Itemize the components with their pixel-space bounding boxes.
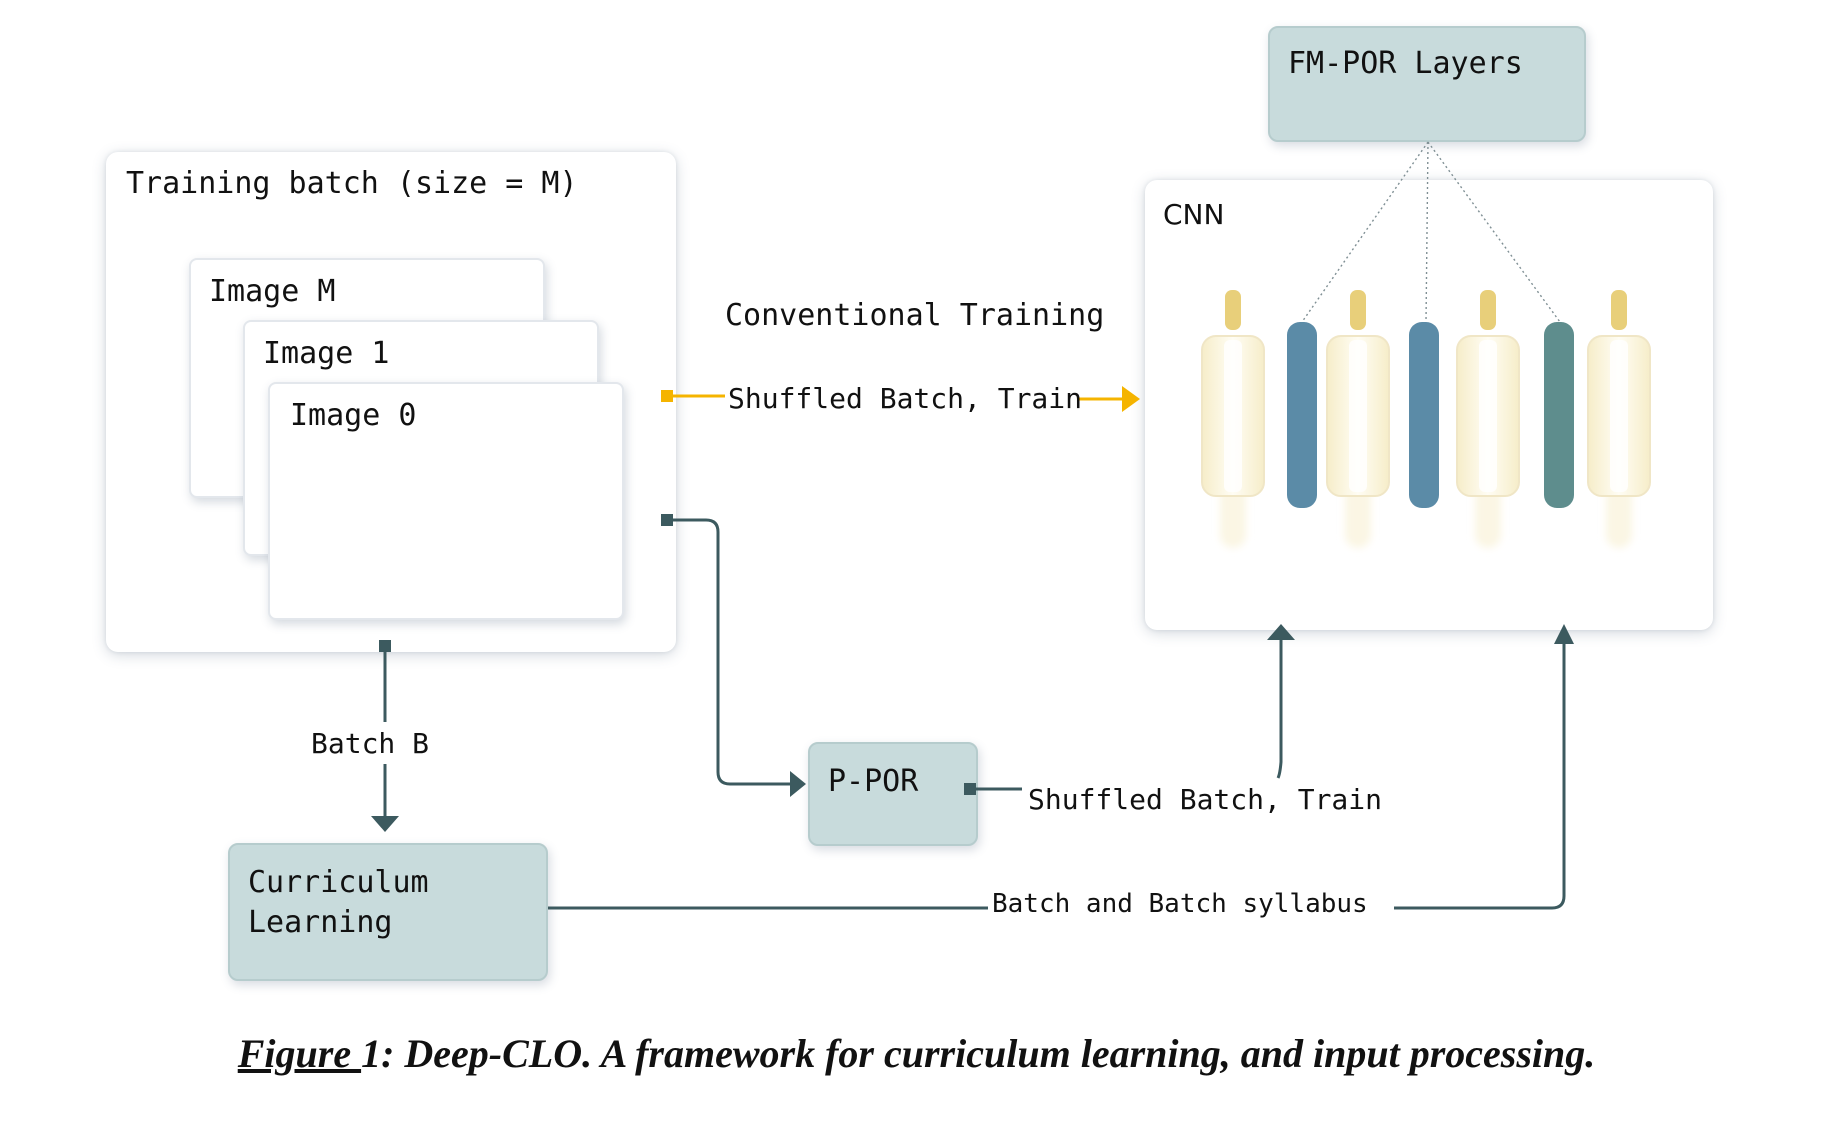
- cnn-layer-icon: [1409, 322, 1439, 508]
- caption-text: 1: Deep-CLO. A framework for curriculum …: [361, 1031, 1596, 1076]
- image-0-label: Image 0: [290, 398, 417, 433]
- image-card-0: Image 0: [268, 382, 624, 620]
- training-batch-title: Training batch (size = M): [126, 166, 578, 201]
- cnn-layer-icon: [1456, 290, 1520, 548]
- cnn-layer-icon: [1201, 290, 1265, 548]
- figure-caption: Figure 1: Deep-CLO. A framework for curr…: [0, 1030, 1833, 1077]
- cnn-layer-icon: [1326, 290, 1390, 548]
- arrow-head-icon: [790, 771, 806, 797]
- syllabus-edge-label: Batch and Batch syllabus: [992, 889, 1368, 919]
- arrow-head-icon: [371, 816, 399, 832]
- conventional-training-title: Conventional Training: [725, 298, 1105, 333]
- ppor-edge-label: Shuffled Batch, Train: [1028, 783, 1383, 816]
- caption-prefix: Figure: [237, 1031, 362, 1076]
- fm-por-label: FM-POR Layers: [1288, 46, 1523, 81]
- curriculum-line1: Curriculum: [248, 865, 429, 900]
- fm-por-box: FM-POR Layers: [1268, 26, 1586, 142]
- cnn-label: CNN: [1163, 198, 1225, 231]
- arrow-head-icon: [1554, 624, 1574, 644]
- cnn-layers: [1201, 290, 1651, 548]
- image-m-label: Image M: [209, 274, 336, 309]
- cnn-layer-icon: [1587, 290, 1651, 548]
- image-1-label: Image 1: [263, 336, 390, 371]
- arrow-head-icon: [1267, 624, 1295, 640]
- conventional-arrow: [661, 386, 1140, 412]
- p-por-label: P-POR: [828, 764, 919, 799]
- curriculum-box: Curriculum Learning: [228, 843, 548, 981]
- batch-b-label: Batch B: [311, 727, 430, 760]
- batch-to-ppor-arrow: [661, 514, 806, 797]
- conventional-edge-label: Shuffled Batch, Train: [728, 382, 1083, 415]
- cnn-layer-icon: [1544, 322, 1574, 508]
- arrow-head-icon: [1122, 386, 1140, 412]
- p-por-box: P-POR: [808, 742, 978, 846]
- batch-b-arrow: [371, 640, 399, 832]
- cnn-layer-icon: [1287, 322, 1317, 508]
- ppor-to-cnn-arrow: [964, 624, 1295, 795]
- syllabus-arrow: [548, 624, 1574, 910]
- curriculum-line2: Learning: [248, 905, 393, 940]
- fm-por-dotted-lines: [1301, 141, 1561, 323]
